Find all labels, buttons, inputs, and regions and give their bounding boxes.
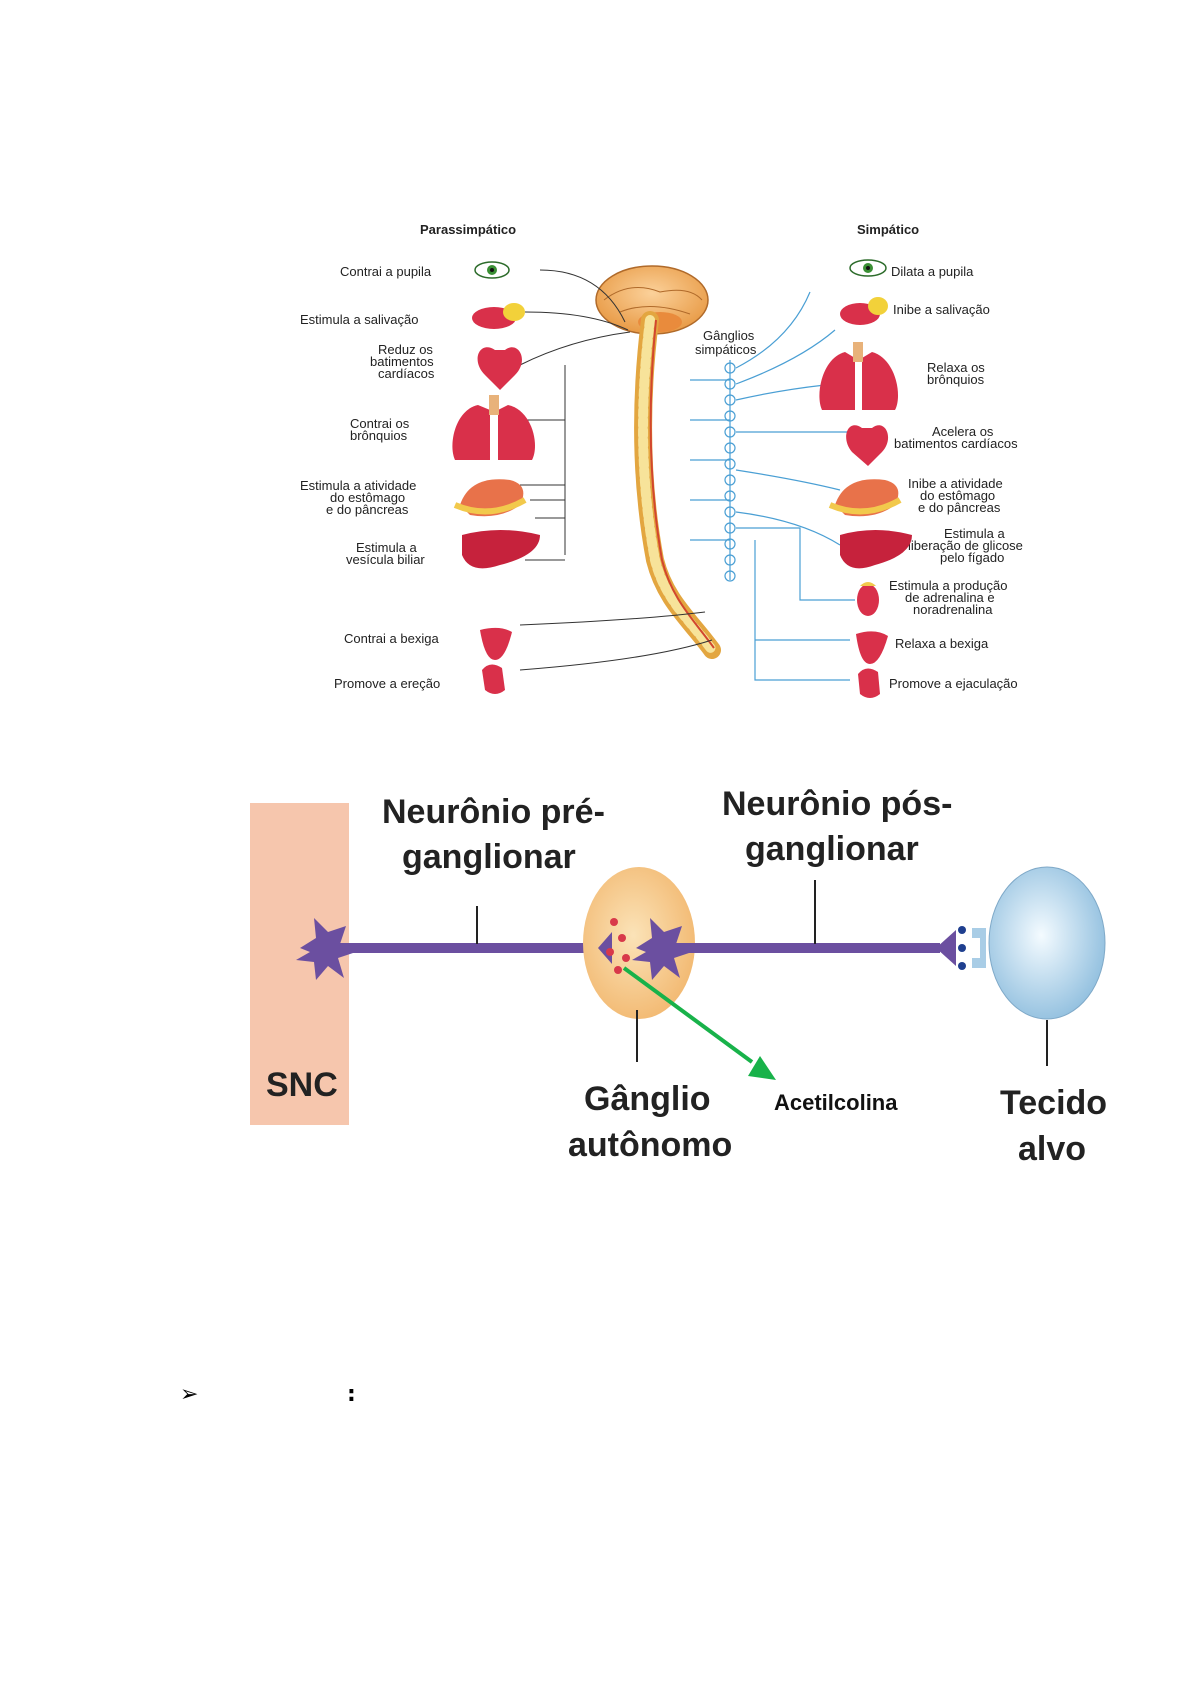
salivary-gland-icon [472,303,525,329]
left-effect-gallbladder-1: Estimula a [356,540,417,555]
lungs-icon [452,395,535,460]
right-effect-pupil: Dilata a pupila [891,264,974,279]
heart-icon [477,347,522,390]
lungs-icon [819,342,899,410]
target-tissue [988,866,1106,1020]
left-effect-heart-3: cardíacos [378,366,435,381]
right-effect-adrenal-1: Estimula a produção [889,578,1008,593]
receptor [972,928,986,968]
target-label-line2: alvo [1018,1130,1086,1168]
liver-icon [840,530,912,569]
acetylcholine-label: Acetilcolina [774,1090,898,1115]
salivary-gland-icon [840,297,888,325]
right-effect-adrenal-3: noradrenalina [913,602,993,617]
ganglion-label-line1: Gânglio [584,1080,711,1118]
right-effect-liver-2: liberação de glicose [908,538,1023,553]
acetylcholine-arrow [622,966,754,1064]
ganglion-label-line2: autônomo [568,1126,732,1164]
postganglionic-cell-body [632,918,692,980]
postganglionic-label-line1: Neurônio pós- [722,785,952,823]
left-effect-stomach-1: Estimula a atividade [300,478,416,493]
left-effect-salivation: Estimula a salivação [300,312,419,327]
sympathetic-effects: Dilata a pupila Inibe a salivação Relaxa… [889,264,1023,691]
sympathetic-nerves [690,291,855,681]
postganglionic-label-line2: ganglionar [745,830,919,868]
left-effect-stomach-3: e do pâncreas [326,502,409,517]
left-effect-pupil: Contrai a pupila [340,264,432,279]
preganglionic-cell-body [296,918,356,980]
left-effect-lungs-1: Contrai os [350,416,410,431]
preganglionic-terminal [598,932,612,964]
acetylcholine-arrowhead [748,1056,776,1080]
bladder-icon [480,627,512,660]
right-effect-stomach-2: do estômago [920,488,995,503]
left-effect-heart-1: Reduz os [378,342,433,357]
right-effect-stomach-1: Inibe a atividade [908,476,1003,491]
left-effect-heart-2: batimentos [370,354,434,369]
bullet-colon: : [347,1382,356,1407]
bladder-icon [856,631,888,664]
left-effect-gallbladder-2: vesícula biliar [346,552,425,567]
sympathetic-header: Simpático [857,222,919,237]
parasympathetic-organs [452,261,540,694]
parasympathetic-header: Parassimpático [420,222,516,237]
right-effect-adrenal-2: de adrenalina e [905,590,995,605]
parasympathetic-effects: Contrai a pupila Estimula a salivação Re… [300,264,440,691]
eye-icon [849,259,887,277]
right-effect-bladder: Relaxa a bexiga [895,636,989,651]
right-effect-bronchi-1: Relaxa os [927,360,985,375]
right-effect-liver-1: Estimula a [944,526,1005,541]
heart-icon [846,425,889,466]
right-effect-heart-2: batimentos cardíacos [894,436,1018,451]
stomach-icon [828,479,902,517]
right-effect-heart-1: Acelera os [932,424,994,439]
target-label-line1: Tecido [1000,1084,1107,1122]
left-effect-bladder: Contrai a bexiga [344,631,439,646]
genitals-icon [482,664,505,694]
postganglionic-terminal [936,930,956,966]
snc-label: SNC [266,1066,338,1104]
preganglionic-label-line1: Neurônio pré- [382,793,605,831]
left-effect-stomach-2: do estômago [330,490,405,505]
ganglia-label-line2: simpáticos [695,342,757,357]
neuron-diagram: SNC Neurônio pré- ganglionar Gânglio aut… [250,785,1107,1168]
adrenal-gland-icon [857,582,879,616]
stomach-icon [453,479,527,517]
neurotransmitter-dots [958,926,966,970]
right-effect-bronchi-2: brônquios [927,372,985,387]
right-effect-salivation: Inibe a salivação [893,302,990,317]
genitals-icon [858,668,880,698]
left-effect-lungs-2: brônquios [350,428,408,443]
acetylcholine-vesicles [606,918,630,974]
right-effect-ejaculation: Promove a ejaculação [889,676,1018,691]
right-effect-liver-3: pelo fígado [940,550,1004,565]
liver-icon [462,530,540,569]
sympathetic-organs [819,259,912,698]
bullet-arrow-icon: ➢ [180,1382,199,1407]
preganglionic-label-line2: ganglionar [402,838,576,876]
eye-icon [474,261,510,279]
right-effect-stomach-3: e do pâncreas [918,500,1001,515]
autonomic-map: Parassimpático Simpático Gânglios simpát… [300,222,1023,698]
ganglia-label-line1: Gânglios [703,328,755,343]
spinal-column [634,311,721,659]
left-effect-erection: Promove a ereção [334,676,440,691]
sympathetic-ganglia-chain [724,360,736,582]
autonomic-ganglion [583,867,695,1019]
